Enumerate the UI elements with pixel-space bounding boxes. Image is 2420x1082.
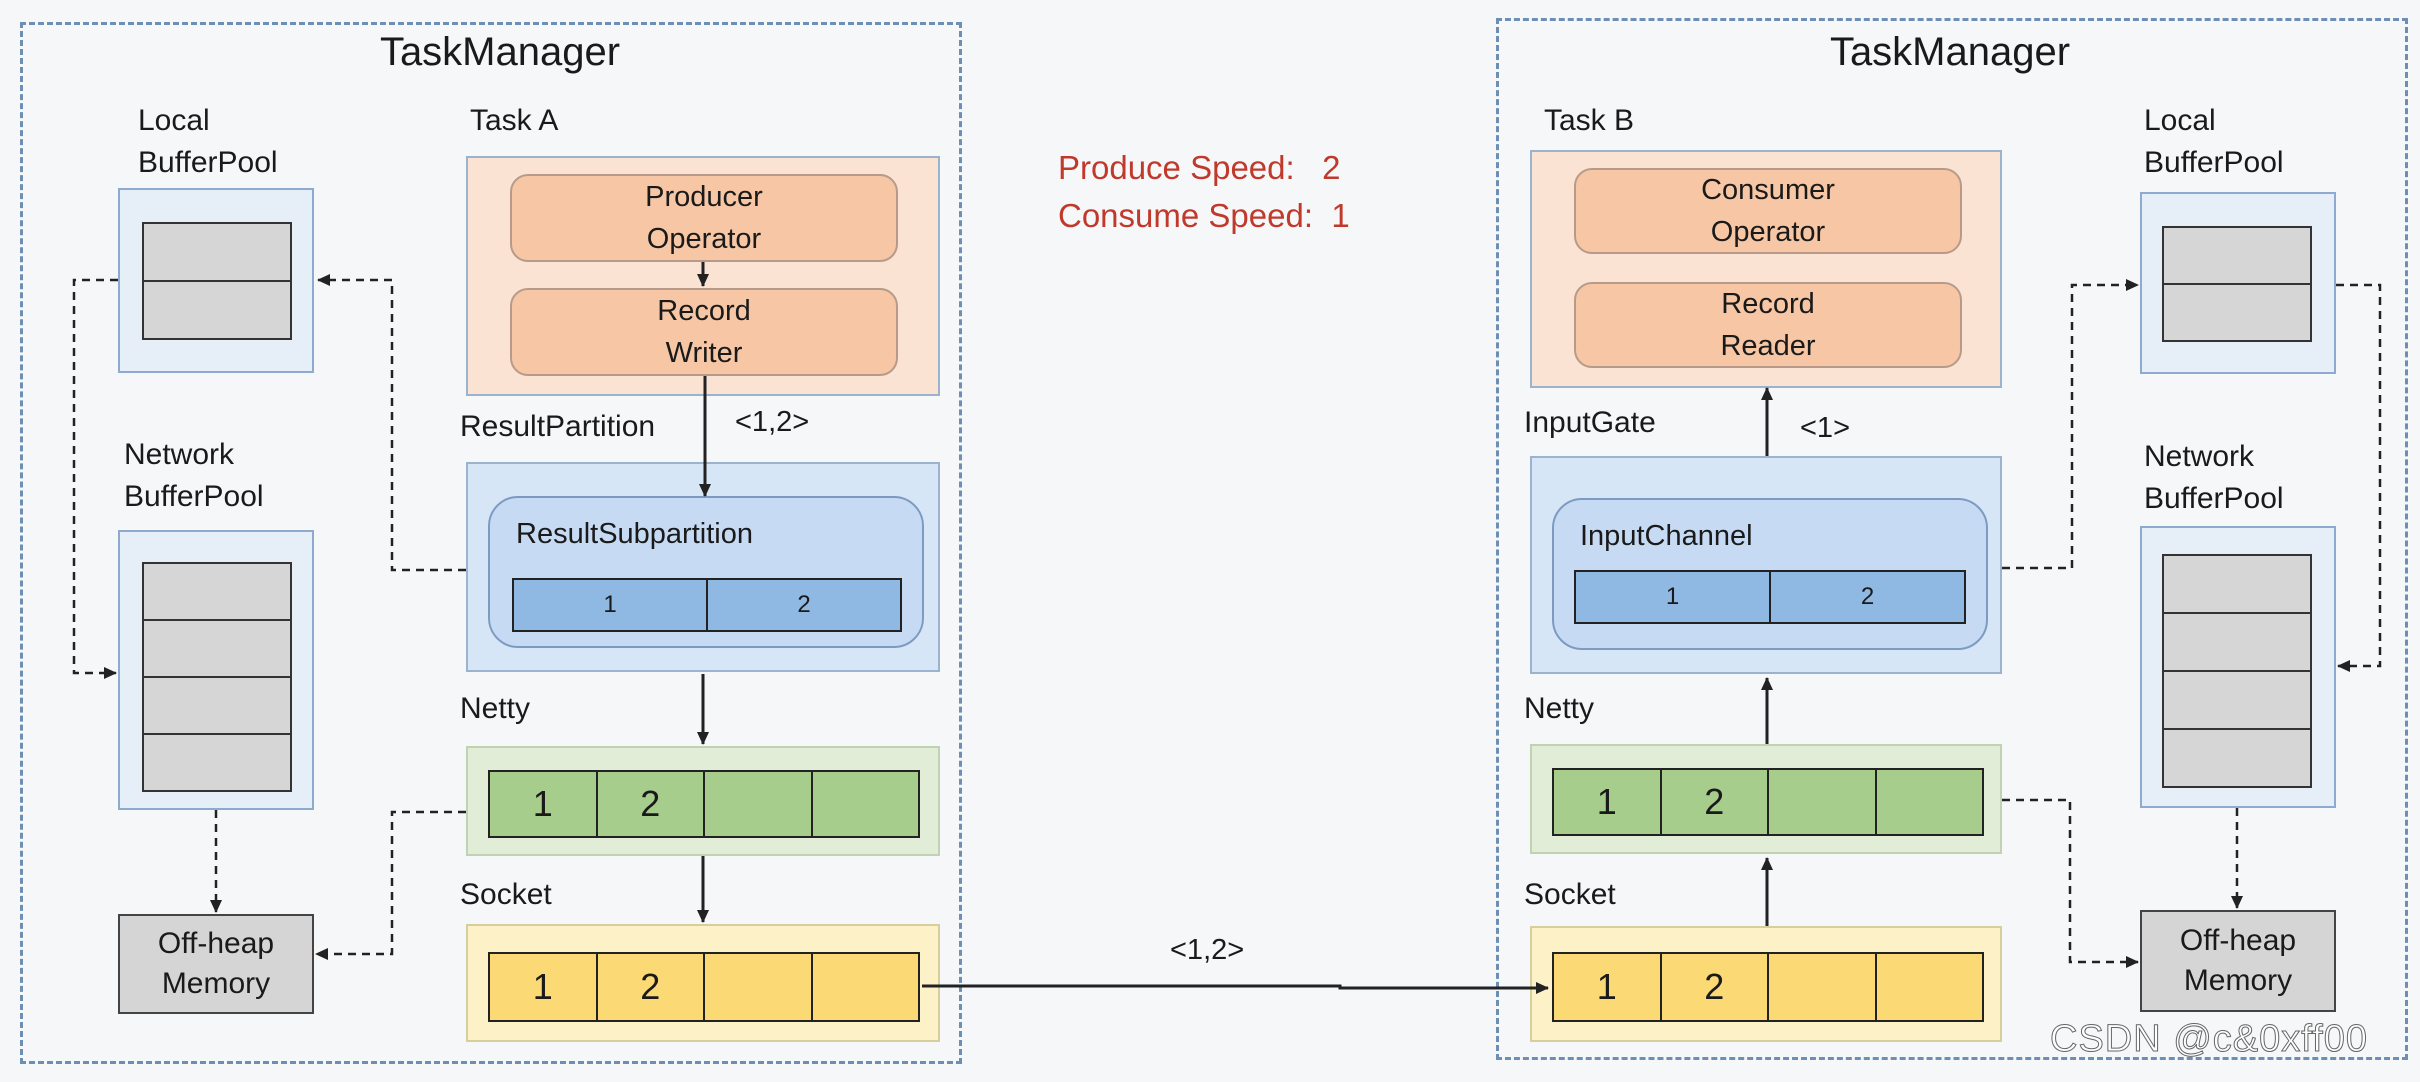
right-local-bufferpool-label: Local BufferPool	[2144, 104, 2284, 179]
input-gate-label: InputGate	[1524, 406, 1656, 439]
left-network-buffer-slots	[142, 562, 292, 792]
record-reader: Record Reader	[1574, 282, 1962, 368]
task-b-label: Task B	[1544, 104, 1635, 137]
socket-buffer: 1	[1554, 954, 1662, 1020]
netty-buffer: 1	[1554, 770, 1662, 834]
input-gate-box: InputChannel 1 2	[1530, 456, 2002, 674]
socket-buffer: 2	[1662, 954, 1769, 1020]
right-network-bufferpool-label: Network BufferPool	[2144, 440, 2284, 515]
right-socket-box: 1 2	[1530, 926, 2002, 1042]
right-netty-box: 1 2	[1530, 744, 2002, 854]
left-network-bufferpool-label: Network BufferPool	[124, 438, 264, 513]
watermark: CSDN @c&0xff00	[2050, 1018, 2368, 1061]
result-partition-label: ResultPartition	[460, 410, 656, 443]
left-message-label: <1,2>	[735, 406, 810, 438]
left-offheap-memory: Off-heap Memory	[118, 914, 314, 1014]
right-local-bufferpool	[2140, 192, 2336, 374]
netty-buffer	[1769, 770, 1877, 834]
consumer-operator: Consumer Operator	[1574, 168, 1962, 254]
socket-buffer: 2	[598, 954, 705, 1020]
left-local-bufferpool	[118, 188, 314, 373]
netty-buffer	[705, 772, 813, 836]
input-channel-buffers: 1 2	[1574, 570, 1966, 624]
task-b-box: Consumer Operator Record Reader	[1530, 150, 2002, 388]
left-socket-box: 1 2	[466, 924, 940, 1042]
right-network-buffer-slots	[2162, 554, 2312, 788]
dashed-netty-to-offheap-right	[2002, 798, 2139, 968]
dashed-netty-to-offheap	[315, 810, 466, 960]
consume-speed: Consume Speed: 1	[1058, 197, 1350, 234]
channel-buffer-1: 1	[1576, 572, 1771, 622]
right-netty-label: Netty	[1524, 692, 1595, 725]
left-network-bufferpool	[118, 530, 314, 810]
right-message-label: <1>	[1800, 412, 1850, 444]
subpartition-buffer-1: 1	[514, 580, 708, 630]
buffer-slot	[144, 224, 290, 282]
right-netty-buffers: 1 2	[1552, 768, 1984, 836]
left-netty-buffers: 1 2	[488, 770, 920, 838]
result-subpartition-label: ResultSubpartition	[516, 518, 753, 550]
buffer-slot	[144, 621, 290, 678]
buffer-slot	[144, 678, 290, 735]
socket-buffer	[1769, 954, 1877, 1020]
record-writer: Record Writer	[510, 288, 898, 376]
left-local-bufferpool-label: Local BufferPool	[138, 104, 278, 179]
input-channel-label: InputChannel	[1580, 520, 1753, 552]
dashed-local-to-network-pool-right	[2336, 283, 2382, 672]
right-taskmanager-frame	[1496, 18, 2408, 1060]
buffer-slot	[2164, 228, 2310, 285]
producer-operator: Producer Operator	[510, 174, 898, 262]
netty-buffer: 2	[598, 772, 705, 836]
left-socket-label: Socket	[460, 878, 552, 911]
right-taskmanager-title: TaskManager	[1829, 30, 2071, 74]
channel-buffer-2: 2	[1860, 583, 1875, 610]
task-a-label: Task A	[470, 104, 559, 137]
dashed-partition-to-local-pool	[317, 274, 466, 572]
buffer-slot	[2164, 556, 2310, 614]
transfer-label: <1,2>	[1170, 934, 1245, 966]
input-channel: InputChannel 1 2	[1552, 498, 1988, 650]
task-a-box: Producer Operator Record Writer	[466, 156, 940, 396]
subpartition-buffer-2: 2	[797, 591, 811, 618]
dashed-gate-to-local-pool	[2002, 279, 2139, 570]
result-subpartition: ResultSubpartition 1 2	[488, 496, 924, 648]
dashed-local-to-network-pool	[72, 278, 118, 679]
left-socket-buffers: 1 2	[488, 952, 920, 1022]
right-local-buffer-slots	[2162, 226, 2312, 342]
netty-buffer: 2	[1662, 770, 1769, 834]
left-netty-box: 1 2	[466, 746, 940, 856]
right-offheap-memory: Off-heap Memory	[2140, 910, 2336, 1012]
left-netty-label: Netty	[460, 692, 531, 725]
result-partition-box: ResultSubpartition 1 2	[466, 462, 940, 672]
buffer-slot	[144, 564, 290, 621]
left-local-buffer-slots	[142, 222, 292, 340]
right-socket-label: Socket	[1524, 878, 1616, 911]
netty-buffer: 1	[490, 772, 598, 836]
right-socket-buffers: 1 2	[1552, 952, 1984, 1022]
buffer-slot	[2164, 672, 2310, 730]
buffer-slot	[2164, 614, 2310, 672]
left-taskmanager-frame	[20, 22, 962, 1064]
socket-buffer	[705, 954, 813, 1020]
arrow-socket-transfer	[922, 982, 1549, 994]
socket-buffer: 1	[490, 954, 598, 1020]
result-subpartition-buffers: 1 2	[512, 578, 902, 632]
left-taskmanager-title: TaskManager	[379, 30, 621, 74]
right-network-bufferpool	[2140, 526, 2336, 808]
produce-speed: Produce Speed: 2	[1058, 149, 1341, 186]
